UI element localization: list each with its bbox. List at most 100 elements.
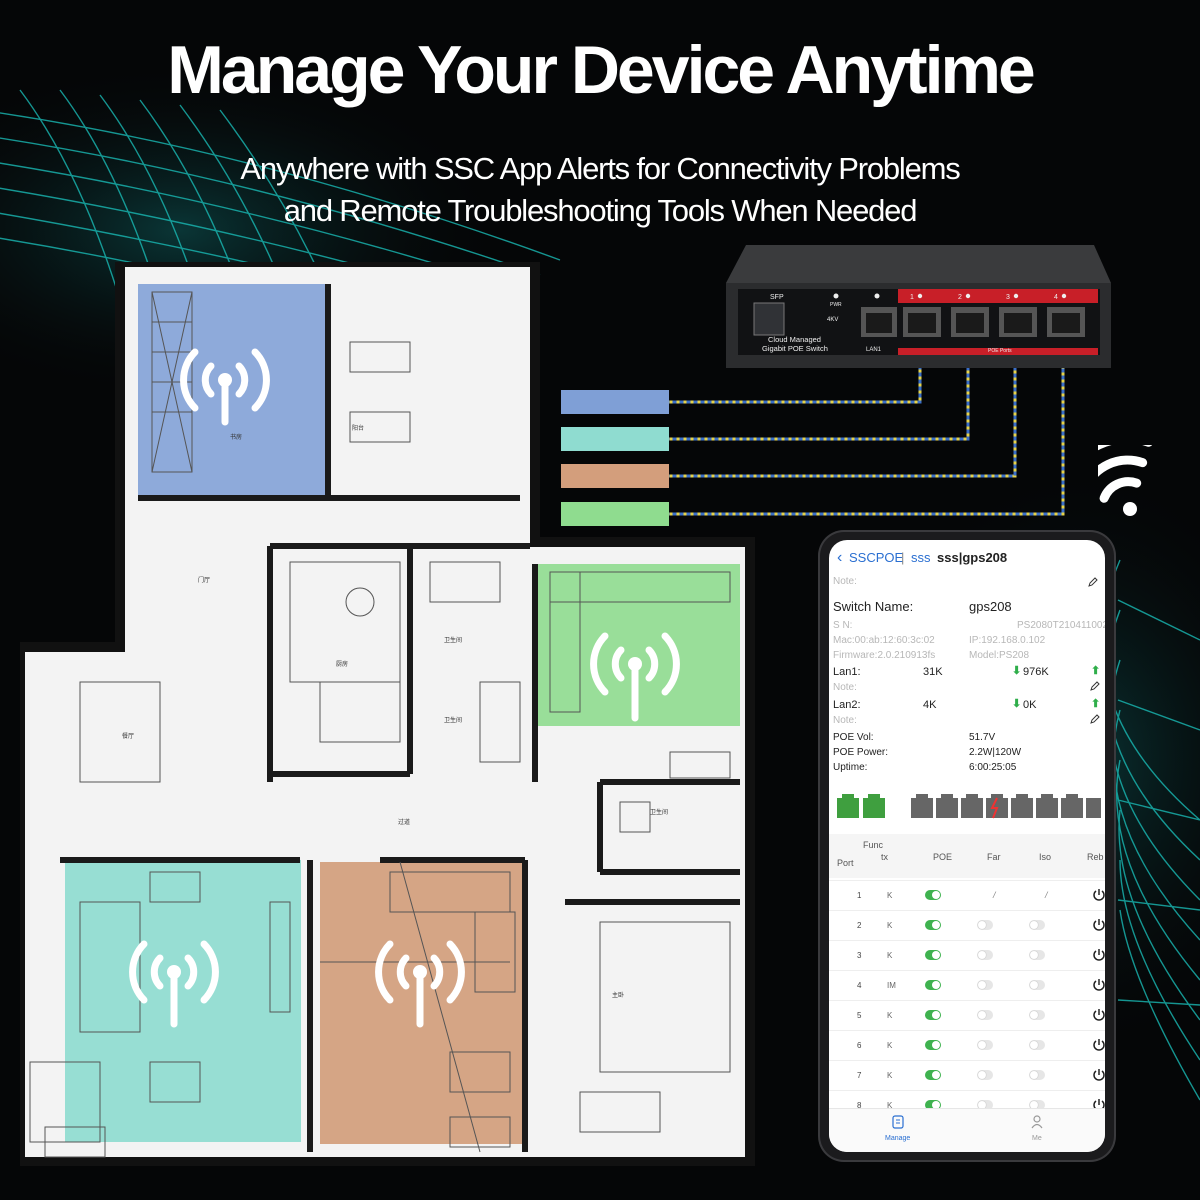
app-screen: ‹ SSCPOE | sss sss|gps208 Note: Switch N… <box>829 540 1105 1152</box>
poe-toggle[interactable] <box>925 890 941 900</box>
room-label: 卫生间 <box>650 808 668 816</box>
header-separator: | <box>901 550 905 565</box>
edit-pencil-icon[interactable] <box>1089 713 1101 725</box>
iso-toggle[interactable] <box>1029 950 1045 960</box>
port-number: 4 <box>1054 294 1058 301</box>
reboot-power-icon[interactable] <box>1092 888 1105 902</box>
edit-pencil-icon[interactable] <box>1089 680 1101 692</box>
table-header: Port Func tx POE Far Iso Reb <box>829 834 1105 878</box>
back-chevron-icon[interactable]: ‹ <box>837 549 843 566</box>
far-toggle[interactable] <box>977 1010 993 1020</box>
switch-name-value: gps208 <box>969 599 1012 614</box>
col-far: Far <box>987 852 1001 862</box>
port-speed: K <box>887 951 893 960</box>
far-toggle[interactable] <box>977 1070 993 1080</box>
poe-toggle[interactable] <box>925 950 941 960</box>
port-number: 4 <box>857 981 862 990</box>
swatch-blue <box>561 390 669 414</box>
tab-bar: Manage Me <box>829 1108 1105 1152</box>
edit-pencil-icon[interactable] <box>1087 576 1099 588</box>
iso-value: / <box>1045 890 1048 900</box>
far-toggle[interactable] <box>977 980 993 990</box>
poe-vol-label: POE Vol: <box>833 732 874 743</box>
sn-value: PS2080T210411002 <box>1017 620 1105 631</box>
far-value: / <box>993 890 996 900</box>
zone-teal <box>65 860 301 1142</box>
reboot-power-icon[interactable] <box>1092 1068 1105 1082</box>
kv-label: 4KV <box>827 317 838 323</box>
poe-toggle[interactable] <box>925 1070 941 1080</box>
room-label: 书房 <box>230 433 242 441</box>
tab-manage[interactable]: Manage <box>885 1135 911 1142</box>
wifi-icon <box>129 940 219 1028</box>
iso-toggle[interactable] <box>1029 1100 1045 1110</box>
port-speed: K <box>887 1011 893 1020</box>
subheadline-line2: and Remote Troubleshooting Tools When Ne… <box>283 193 918 228</box>
far-toggle[interactable] <box>977 920 993 930</box>
poe-toggle[interactable] <box>925 920 941 930</box>
port-speed: K <box>887 921 893 930</box>
iso-toggle[interactable] <box>1029 920 1045 930</box>
floor-plan: 书房 阳台 门厅 厨房 卫生间 卫生间 餐厅 过道 卫生间 主卧 <box>20 262 755 1166</box>
manage-tab-icon[interactable] <box>892 1115 904 1129</box>
back-label[interactable]: SSCPOE <box>849 550 904 565</box>
brand-line1: Cloud Managed <box>768 335 821 344</box>
poe-switch: SFP PWR 4KV Cloud Managed Gigabit POE Sw… <box>726 245 1111 368</box>
port-number: 8 <box>857 1101 862 1110</box>
sfp-label: SFP <box>770 294 784 301</box>
port-speed: IM <box>887 981 896 990</box>
reboot-power-icon[interactable] <box>1092 918 1105 932</box>
col-tx: tx <box>881 852 889 862</box>
room-label: 卫生间 <box>444 716 462 724</box>
far-toggle[interactable] <box>977 1040 993 1050</box>
col-port: Port <box>837 858 854 868</box>
download-arrow-icon: ⬇ <box>1012 665 1022 677</box>
lan2-note-label: Note: <box>833 715 857 726</box>
poe-toggle[interactable] <box>925 1010 941 1020</box>
iso-toggle[interactable] <box>1029 1040 1045 1050</box>
poe-toggle[interactable] <box>925 1100 941 1110</box>
far-toggle[interactable] <box>977 950 993 960</box>
far-toggle[interactable] <box>977 1100 993 1110</box>
col-poe: POE <box>933 852 953 862</box>
sn-label: S N: <box>833 620 853 631</box>
poe-toggle[interactable] <box>925 980 941 990</box>
col-iso: Iso <box>1039 852 1052 862</box>
poe-ports <box>903 307 1085 337</box>
room-labels: 书房 阳台 门厅 厨房 卫生间 卫生间 餐厅 过道 卫生间 主卧 <box>122 424 668 999</box>
swatch-orange <box>561 464 669 488</box>
lan2-down: 0K <box>1023 699 1037 711</box>
port-number: 7 <box>857 1071 862 1080</box>
zone-blue <box>138 284 328 496</box>
iso-toggle[interactable] <box>1029 1070 1045 1080</box>
room-label: 门厅 <box>198 576 210 584</box>
lan1-label: Lan1: <box>833 666 861 678</box>
port-number: 2 <box>857 921 862 930</box>
reboot-power-icon[interactable] <box>1092 978 1105 992</box>
port-number: 2 <box>958 294 962 301</box>
port-status-icons <box>837 794 1101 819</box>
iso-toggle[interactable] <box>1029 980 1045 990</box>
port-speed: K <box>887 1041 893 1050</box>
reboot-power-icon[interactable] <box>1092 1038 1105 1052</box>
poe-toggle[interactable] <box>925 1040 941 1050</box>
poe-vol-value: 51.7V <box>969 732 996 743</box>
poe-power-value: 2.2W|120W <box>969 747 1022 758</box>
me-tab-icon[interactable] <box>1031 1115 1043 1129</box>
room-label: 阳台 <box>352 424 364 432</box>
room-label: 主卧 <box>612 991 624 999</box>
upload-arrow-icon: ⬆ <box>1091 698 1101 710</box>
uptime-label: Uptime: <box>833 762 868 773</box>
port-speed: K <box>887 1071 893 1080</box>
tab-me[interactable]: Me <box>1032 1135 1042 1142</box>
iso-toggle[interactable] <box>1029 1010 1045 1020</box>
header-section[interactable]: sss <box>911 550 931 565</box>
download-arrow-icon: ⬇ <box>1012 698 1022 710</box>
reboot-power-icon[interactable] <box>1092 948 1105 962</box>
reboot-power-icon[interactable] <box>1092 1008 1105 1022</box>
wifi-icon <box>375 940 465 1028</box>
